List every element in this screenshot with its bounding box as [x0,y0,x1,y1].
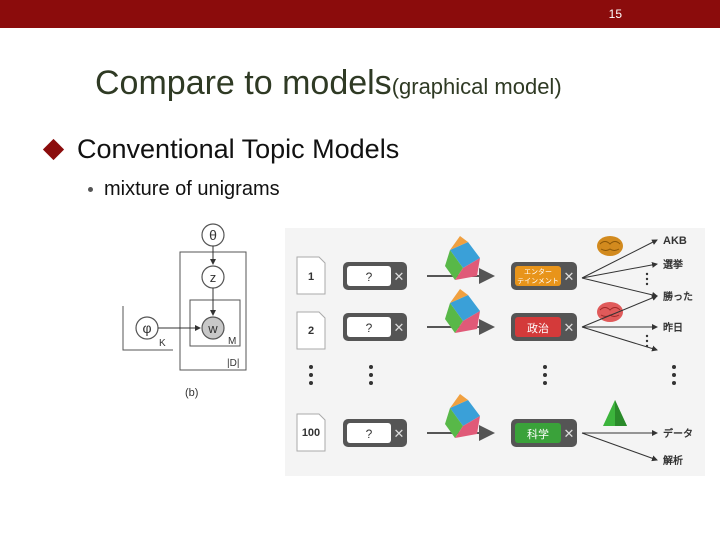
w-label: w [207,321,218,336]
topic-field-politics [515,317,561,337]
close-icon: ✕ [564,269,575,284]
w-node [201,316,225,340]
unknown-topic-field [347,266,391,286]
row-document-2: 2 ? ✕ 政治 ✕ [296,289,623,350]
word-label: AKB [663,235,687,247]
bullet-text: mixture of unigrams [104,178,280,200]
word-label: 勝った [663,290,693,303]
bullet-text: Conventional Topic Models [77,134,400,164]
plate-label-m: M [228,336,236,347]
topic-field-science [515,423,561,443]
document-icon [296,311,326,350]
topic-field-entertainment [515,266,561,286]
graphical-model: θ z w φ M |D| K (b) [122,223,247,399]
plate-topics [122,306,173,351]
unknown-topic-field [347,317,391,337]
topic-label: 政治 [527,321,549,335]
slide-title: Compare to models(graphical model) [95,64,562,103]
z-label: z [210,270,217,285]
row-document-100: 100 ? ✕ 科学 ✕ [296,394,627,452]
close-icon: ✕ [394,426,405,441]
word-arrows [581,239,658,462]
topic-label: エンター [524,267,552,276]
slide-title-main: Compare to models [95,64,392,102]
word-ellipsis [645,272,649,348]
caption-label: (b) [185,387,198,399]
header-bar: 15 [0,0,720,28]
diamond-bullet-icon [42,138,65,161]
document-number: 2 [308,325,314,337]
dice-icon [445,394,480,438]
unknown-label: ? [366,321,373,335]
bullet-conventional-topic-models: Conventional Topic Models [42,134,400,165]
topic-label: 科学 [527,427,549,441]
ellipsis-row [309,365,676,385]
close-icon: ✕ [394,320,405,335]
unknown-label: ? [366,270,373,284]
word-label: データ [663,427,693,440]
unknown-label: ? [366,427,373,441]
cone-icon [603,400,627,426]
word-label: 解析 [663,454,683,467]
phi-label: φ [142,320,151,336]
word-label: 昨日 [663,321,683,334]
document-number: 1 [308,271,314,283]
close-icon: ✕ [564,320,575,335]
unknown-topic-field [347,423,391,443]
page-number: 15 [608,7,622,21]
topic-label: テインメント [517,277,559,285]
word-label: 選挙 [663,258,684,271]
topic-model-illustration: 1 ? ✕ エンター テインメント ✕ 2 ? ✕ [285,228,705,476]
plate-label-d: |D| [227,358,239,369]
dot-bullet-icon [88,187,93,192]
brain-icon [597,236,623,256]
theta-label: θ [209,227,217,243]
bullet-mixture-of-unigrams: mixture of unigrams [88,178,280,201]
plate-label-k: K [159,338,166,349]
plate-words [189,299,241,347]
close-icon: ✕ [564,426,575,441]
close-icon: ✕ [394,269,405,284]
row-document-1: 1 ? ✕ エンター テインメント ✕ [296,236,623,295]
dice-icon [445,236,480,280]
document-number: 100 [302,427,320,439]
document-icon [296,413,326,452]
document-icon [296,256,326,295]
dice-icon [445,289,480,333]
slide-title-sub: (graphical model) [391,74,562,99]
